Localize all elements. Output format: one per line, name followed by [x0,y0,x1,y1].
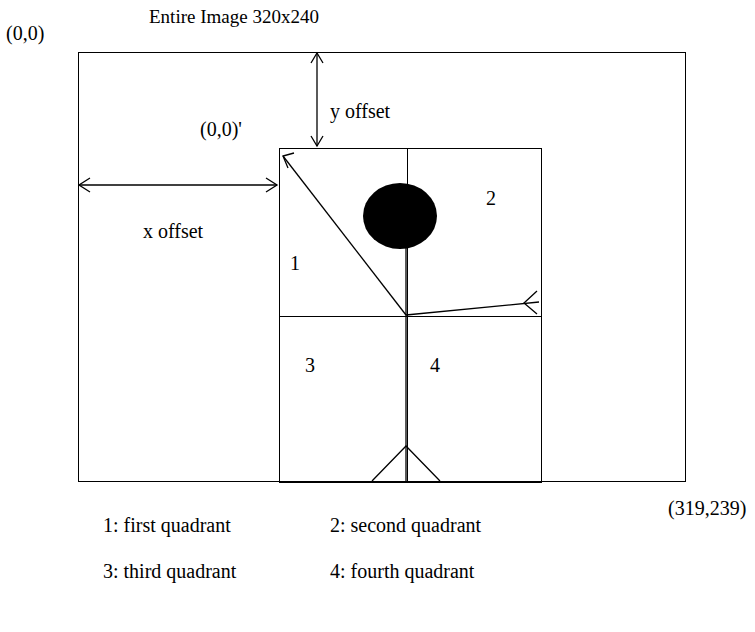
coordinate-label: (0,0)' [200,118,242,141]
offset-label: y offset [330,100,390,123]
figure-head [363,183,437,249]
figure-hand [283,153,294,168]
arrow-head [266,178,277,192]
arrow-head [311,136,323,146]
legend-note: 2: second quadrant [330,514,481,537]
figure-hand [524,291,537,314]
legend-note: 1: first quadrant [103,514,231,537]
diagram-title: Entire Image 320x240 [149,6,319,28]
quadrant-box: 4 [407,316,542,483]
quadrant-number: 1 [290,252,300,275]
arrow-head [311,53,323,63]
quadrant-box: 2 [407,148,542,317]
offset-label: x offset [143,220,203,243]
coordinate-label: (0,0) [6,22,44,45]
figure-arm [406,302,539,315]
offset-arrow [79,184,277,185]
legend-note: 4: fourth quadrant [330,560,474,583]
figure-legs [372,446,440,481]
quadrant-number: 2 [486,187,496,210]
arrow-head [79,178,90,192]
quadrant-number: 3 [305,354,315,377]
coordinate-label: (319,239) [668,497,746,520]
legend-note: 3: third quadrant [103,560,236,583]
offset-arrow [316,53,317,146]
quadrant-box: 1 [279,148,408,317]
quadrant-box: 3 [279,316,408,483]
quadrant-number: 4 [430,354,440,377]
